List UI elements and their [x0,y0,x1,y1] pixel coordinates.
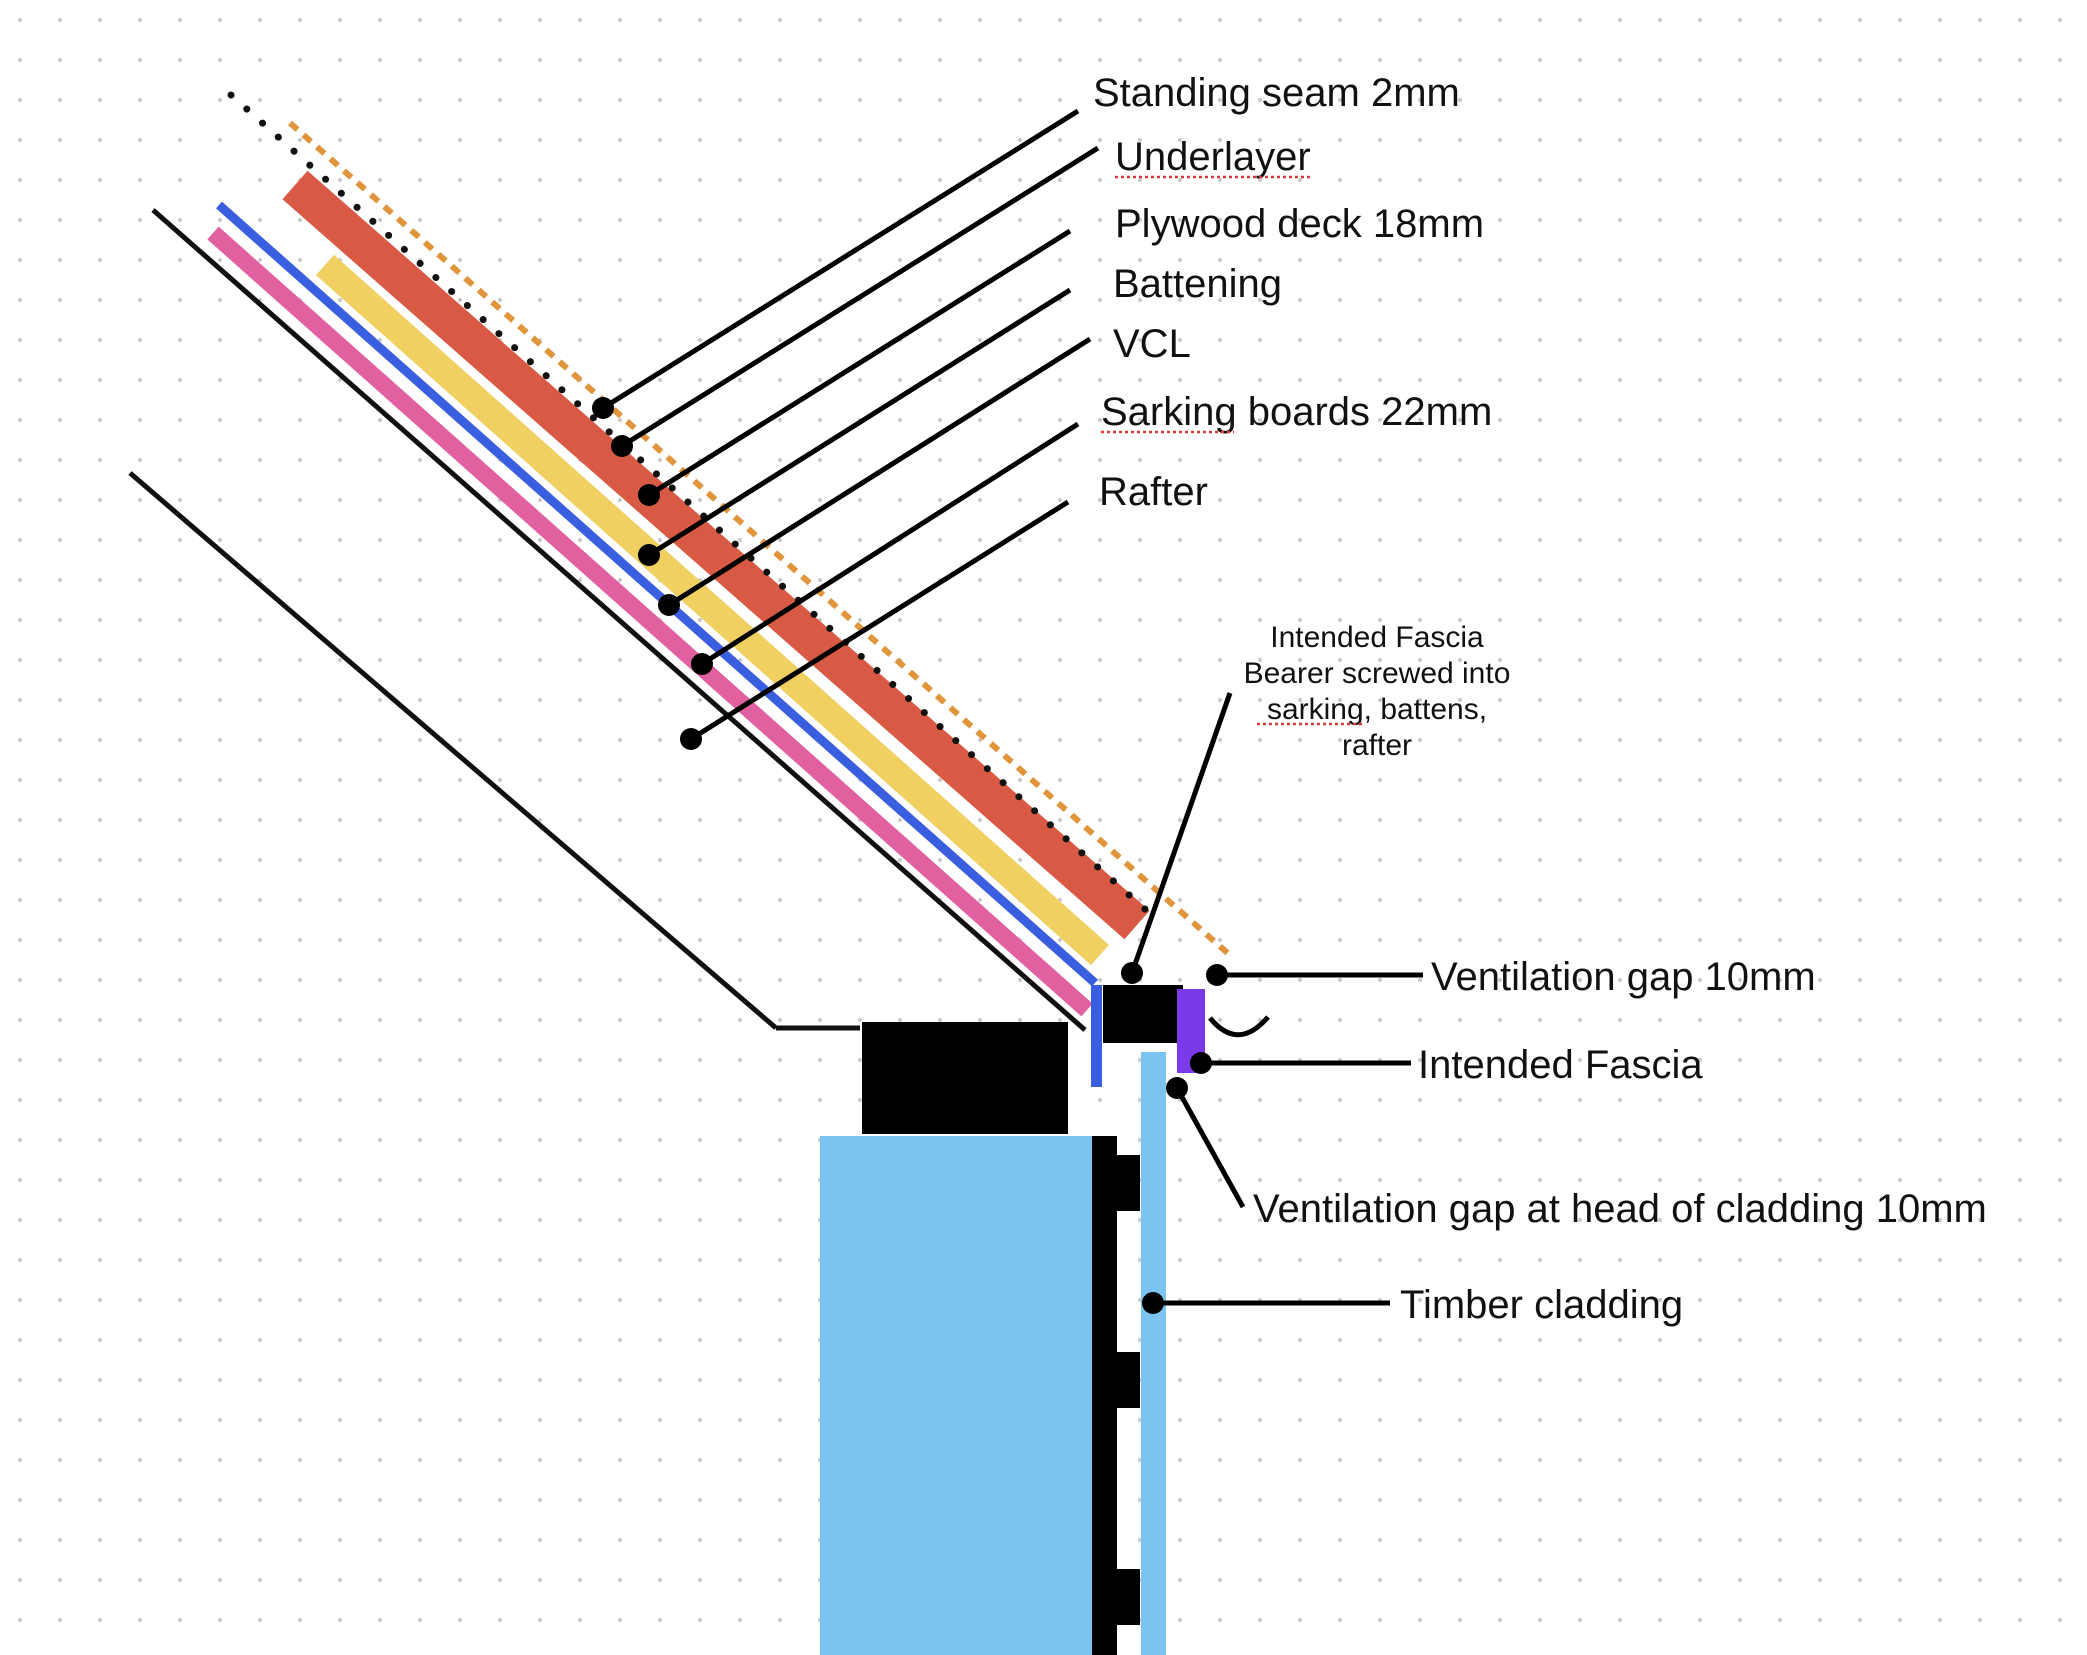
leader-dot-rafter [680,728,702,750]
cladding-batten-3 [1092,1569,1140,1625]
leader-plywood [647,228,1072,498]
underlayer-layer [227,91,1159,922]
sarking-layer [207,226,1093,1017]
leader-underlayer [620,145,1100,449]
label-fascia-bearer-line-3: sarking, battens, [1267,693,1487,726]
label-fascia-bearer-line-1: Intended Fascia [1270,621,1484,654]
wall-block [820,1136,1092,1655]
leader-dot-standing-seam [592,397,614,419]
label-fascia-bearer-line-2: Bearer screwed into [1244,657,1511,690]
label-vcl: VCL [1113,322,1191,366]
label-timber-cladding: Timber cladding [1400,1283,1683,1327]
label-underlayer: Underlayer [1115,135,1311,179]
label-fascia-bearer-line-4: rafter [1342,729,1412,762]
label-battening: Battening [1113,262,1282,306]
leader-dot-plywood [638,484,660,506]
cladding-batten-1 [1092,1155,1140,1211]
label-sarking: Sarking boards 22mm [1101,390,1492,434]
leader-battening [647,287,1072,558]
leader-fascia-bearer [1129,692,1233,974]
vcl-layer [216,201,1098,987]
drip-curve [1208,1015,1270,1038]
leader-rafter [689,499,1070,742]
plywood-layer [282,170,1150,940]
cladding-batten-2 [1092,1352,1140,1408]
leader-dot-battening [638,544,660,566]
leader-vcl [667,336,1092,608]
wall-plate [862,1022,1068,1134]
label-vent-gap: Ventilation gap 10mm [1431,955,1816,999]
standing-seam-layer [288,120,1234,960]
battening-layer [316,254,1109,966]
leader-dot-vent-gap [1206,964,1228,986]
label-vent-gap-head: Ventilation gap at head of cladding 10mm [1253,1187,1987,1231]
fascia-bearer [1103,985,1183,1043]
leader-dot-fascia-bearer [1121,962,1143,984]
leader-dot-timber-cladding [1142,1292,1164,1314]
vcl-drop [1091,985,1102,1087]
rafter-line-outer [151,208,1087,1032]
leader-vent-gap-head [1174,1086,1246,1209]
leader-dot-sarking [691,653,713,675]
label-rafter: Rafter [1099,470,1208,514]
leader-standing-seam [601,108,1080,411]
label-standing-seam: Standing seam 2mm [1093,71,1460,115]
leader-sarking [700,421,1080,667]
label-plywood: Plywood deck 18mm [1115,202,1484,246]
timber-cladding-board [1141,1052,1166,1655]
leader-dot-underlayer [611,435,633,457]
leader-dot-fascia [1190,1052,1212,1074]
leader-dot-vent-gap-head [1166,1077,1188,1099]
leader-dot-vcl [658,594,680,616]
label-fascia: Intended Fascia [1418,1043,1703,1087]
rafter-line-inner [128,471,778,1030]
